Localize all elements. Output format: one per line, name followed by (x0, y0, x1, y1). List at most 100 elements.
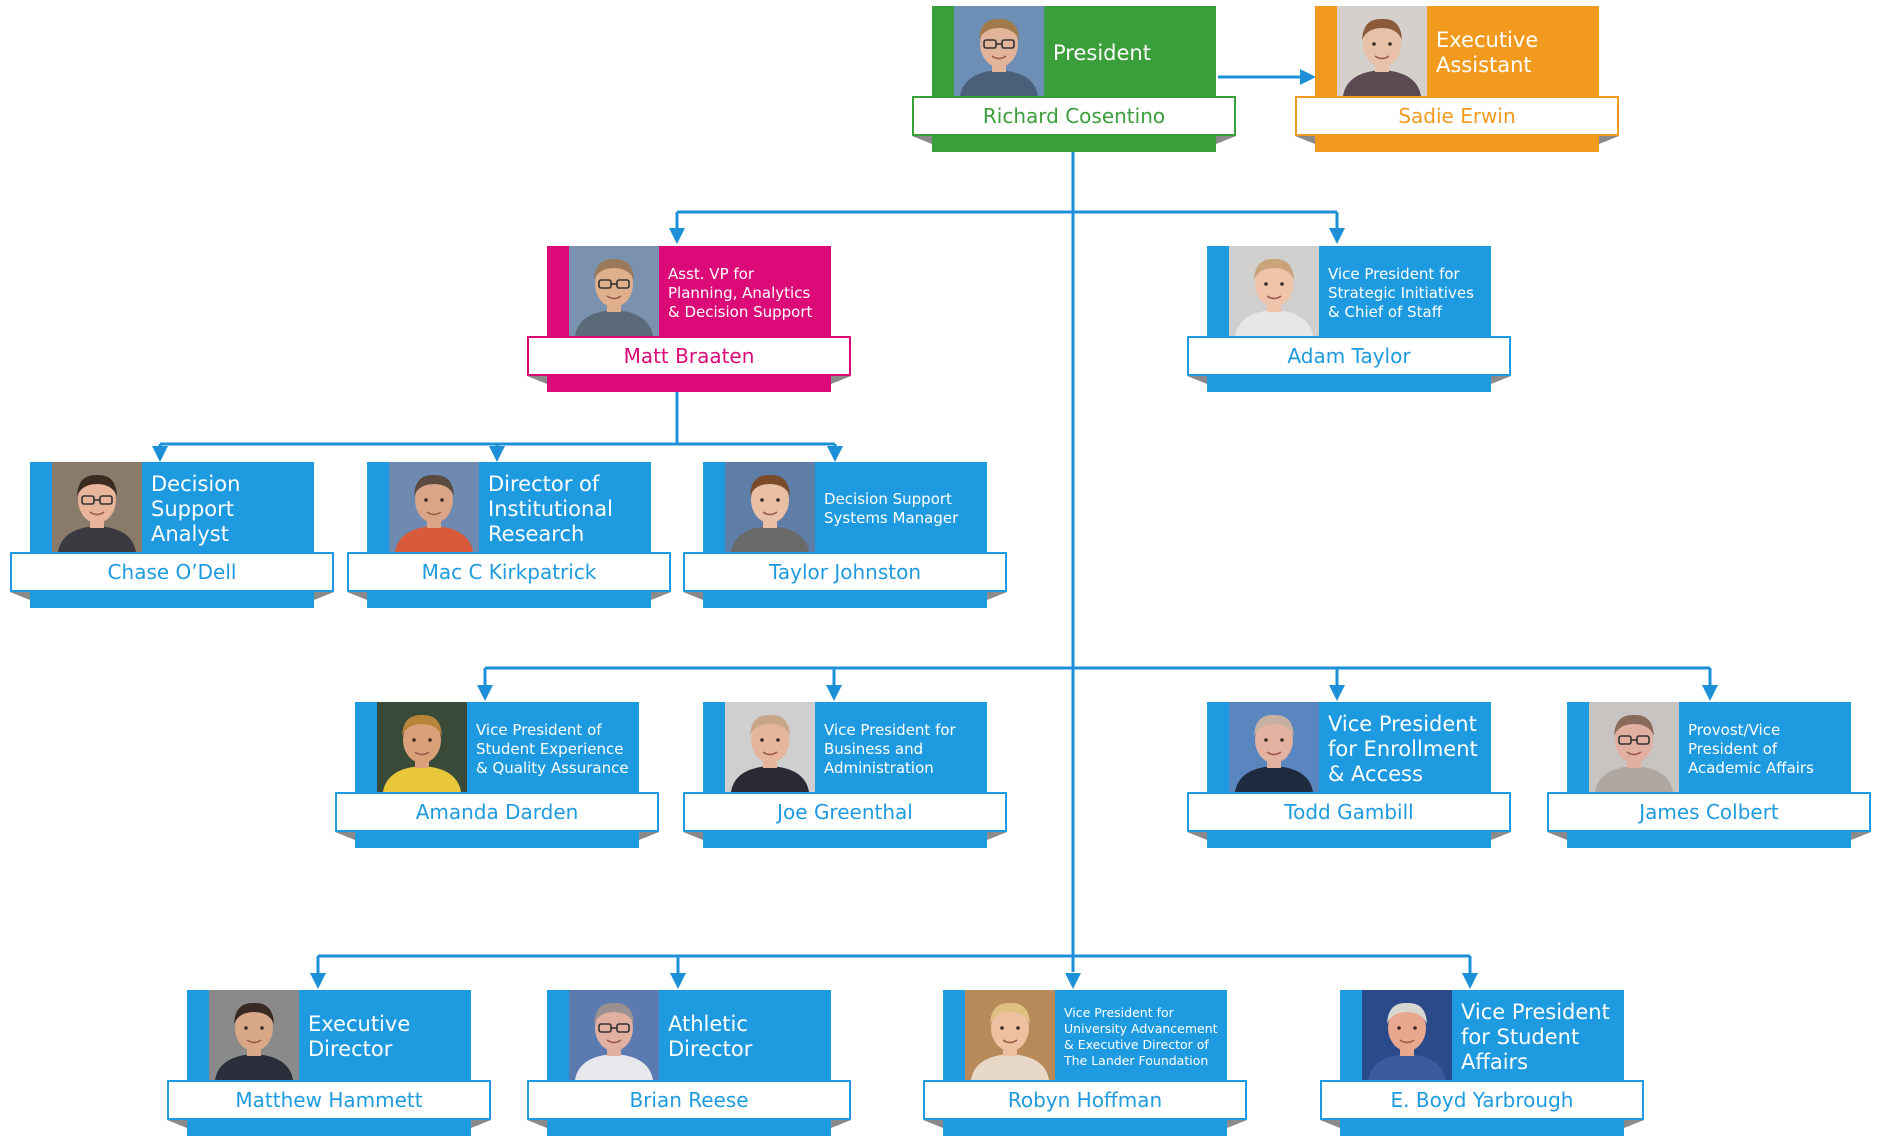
role-title: Vice President for University Advancemen… (1064, 1005, 1218, 1068)
role-title: Asst. VP for Planning, Analytics & Decis… (668, 264, 813, 321)
person-name: E. Boyd Yarbrough (1320, 1080, 1644, 1120)
person-name: Joe Greenthal (683, 792, 1007, 832)
profile-photo (377, 702, 467, 792)
person-name: Amanda Darden (335, 792, 659, 832)
org-node-vp-strategic: Vice President for Strategic Initiatives… (1187, 246, 1511, 392)
org-node-provost: Provost/Vice President of Academic Affai… (1547, 702, 1871, 848)
role-title: Executive Director (308, 1012, 411, 1061)
ribbon-fold (987, 832, 1007, 840)
ribbon-fold (1227, 1120, 1247, 1128)
role-title: Athletic Director (668, 1012, 753, 1061)
arrow-head (1300, 69, 1316, 85)
role-title: Executive Assistant (1436, 28, 1539, 77)
ribbon-fold (1491, 832, 1511, 840)
ribbon-fold (1320, 1120, 1340, 1128)
arrow-head (1329, 228, 1345, 244)
profile-photo (209, 990, 299, 1080)
person-name: Adam Taylor (1187, 336, 1511, 376)
person-name: Taylor Johnston (683, 552, 1007, 592)
ribbon-fold (1491, 376, 1511, 384)
ribbon-fold (1187, 376, 1207, 384)
arrow-head (1702, 685, 1718, 701)
ribbon-fold (1547, 832, 1567, 840)
profile-photo (725, 702, 815, 792)
arrow-head (1462, 973, 1478, 989)
arrow-head (669, 228, 685, 244)
ribbon-fold (167, 1120, 187, 1128)
person-name: Robyn Hoffman (923, 1080, 1247, 1120)
arrow-head (1065, 973, 1081, 989)
profile-photo (569, 990, 659, 1080)
profile-photo (569, 246, 659, 336)
ribbon-fold (1851, 832, 1871, 840)
role-title: Vice President of Student Experience & Q… (476, 720, 629, 777)
role-title: Vice President for Enrollment & Access (1328, 711, 1478, 786)
person-name: Brian Reese (527, 1080, 851, 1120)
role-title: Decision Support Systems Manager (824, 490, 959, 527)
arrow-head (310, 973, 326, 989)
person-name: James Colbert (1547, 792, 1871, 832)
role-title: Vice President for Student Affairs (1461, 999, 1610, 1074)
arrow-head (489, 446, 505, 462)
role-title: Director of Institutional Research (488, 471, 613, 546)
profile-photo (1589, 702, 1679, 792)
person-name: Matt Braaten (527, 336, 851, 376)
ribbon-fold (314, 592, 334, 600)
arrow-head (670, 973, 686, 989)
arrow-head (827, 446, 843, 462)
profile-photo (52, 462, 142, 552)
ribbon-fold (1599, 136, 1619, 144)
person-name: Matthew Hammett (167, 1080, 491, 1120)
org-node-vp-student-affairs: Vice President for Student Affairs E. Boy… (1320, 990, 1644, 1136)
ribbon-fold (1624, 1120, 1644, 1128)
ribbon-fold (923, 1120, 943, 1128)
person-name: Richard Cosentino (912, 96, 1236, 136)
arrow-head (477, 685, 493, 701)
ribbon-fold (527, 1120, 547, 1128)
ribbon-fold (527, 376, 547, 384)
ribbon-fold (683, 832, 703, 840)
profile-photo (1229, 246, 1319, 336)
ribbon-fold (10, 592, 30, 600)
ribbon-fold (1295, 136, 1315, 144)
ribbon-fold (831, 1120, 851, 1128)
ribbon-fold (683, 592, 703, 600)
profile-photo (1337, 6, 1427, 96)
role-title: Provost/Vice President of Academic Affai… (1688, 720, 1814, 777)
role-title: Decision Support Analyst (151, 471, 241, 546)
person-name: Chase O’Dell (10, 552, 334, 592)
ribbon-fold (639, 832, 659, 840)
arrow-head (152, 446, 168, 462)
org-node-vp-advancement: Vice President for University Advancemen… (923, 990, 1247, 1136)
profile-photo (965, 990, 1055, 1080)
org-node-vp-business: Vice President for Business and Administ… (683, 702, 1007, 848)
ribbon-fold (471, 1120, 491, 1128)
org-node-vp-student-exp: Vice President of Student Experience & Q… (335, 702, 659, 848)
role-title: Vice President for Business and Administ… (824, 720, 956, 777)
profile-photo (954, 6, 1044, 96)
ribbon-fold (335, 832, 355, 840)
ribbon-fold (347, 592, 367, 600)
org-node-asst-vp: Asst. VP for Planning, Analytics & Decis… (527, 246, 851, 392)
person-name: Sadie Erwin (1295, 96, 1619, 136)
ribbon-fold (651, 592, 671, 600)
person-name: Todd Gambill (1187, 792, 1511, 832)
role-title: Vice President for Strategic Initiatives… (1328, 264, 1474, 321)
person-name: Mac C Kirkpatrick (347, 552, 671, 592)
arrow-head (1329, 685, 1345, 701)
ribbon-fold (831, 376, 851, 384)
profile-photo (1229, 702, 1319, 792)
ribbon-fold (987, 592, 1007, 600)
ribbon-fold (912, 136, 932, 144)
arrow-head (826, 685, 842, 701)
